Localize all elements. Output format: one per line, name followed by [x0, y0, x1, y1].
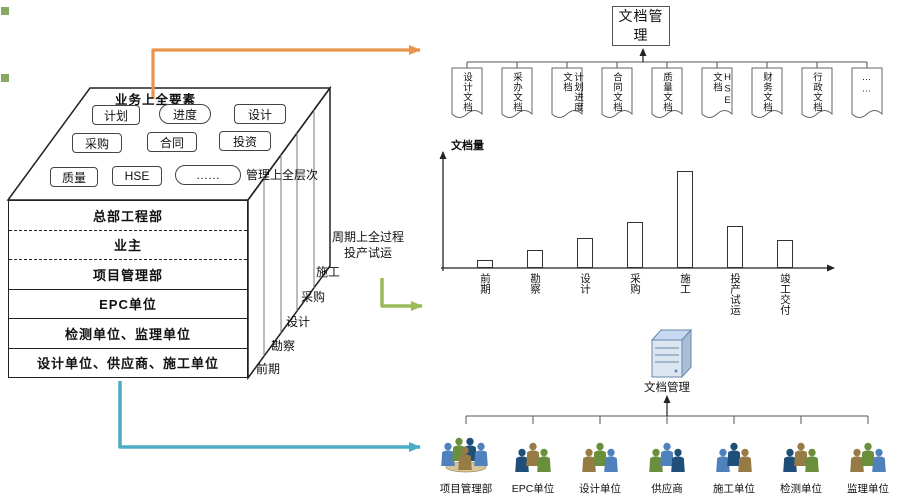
person-icon [593, 442, 607, 466]
arrow-to-chart [380, 278, 423, 311]
chart-tick-label: 采购 [629, 273, 641, 294]
chart-bar [627, 222, 643, 268]
person-icon [794, 442, 808, 466]
cycle-stage-label: 采购 [301, 290, 326, 304]
cycle-label-line1: 周期上全过程 [332, 230, 405, 244]
doc-label: …… [861, 72, 872, 95]
chart-bar [527, 250, 543, 268]
document-icon [551, 67, 583, 118]
document-icon [801, 67, 833, 118]
cycle-stage-label: 设计 [286, 315, 311, 329]
doc-label: 合同文档 [611, 72, 622, 112]
document-icon [601, 67, 633, 118]
cube-right-face [247, 85, 331, 381]
cube-element-box: 设计 [234, 104, 286, 124]
person-icon [604, 448, 618, 472]
doc-label: 质量文档 [661, 72, 672, 112]
unit-label: 监理单位 [847, 483, 889, 495]
cube-row: 项目管理部 [9, 259, 247, 289]
doc-label: 行政文档 [811, 72, 822, 112]
document-icon [701, 67, 733, 118]
bullet-artifact [1, 74, 9, 82]
person-icon [660, 442, 674, 466]
doc-label: 财务文档 [761, 72, 772, 112]
doc-label: HSE文档 [711, 72, 733, 107]
cube-element-box: 采购 [72, 133, 122, 153]
cube-slice-lines [263, 110, 315, 356]
cycle-label-line2: 投产试运 [344, 246, 393, 260]
server-icon [650, 328, 693, 379]
cube-element-box: 合同 [147, 132, 197, 152]
chart-tick-label: 勘察 [529, 273, 541, 294]
cube-row: 设计单位、供应商、施工单位 [9, 347, 247, 378]
unit-label: 施工单位 [713, 483, 755, 495]
document-icon [751, 67, 783, 118]
cycle-stage-label: 前期 [256, 362, 281, 376]
doc-tree-connectors [466, 61, 868, 68]
unit-label: 供应商 [651, 483, 683, 495]
document-icon [451, 67, 483, 118]
bullet-artifact [1, 7, 9, 15]
cube-element-box: …… [175, 165, 241, 185]
unit-tree-connectors [465, 415, 869, 424]
unit-label: 检测单位 [780, 483, 822, 495]
cube-row: 总部工程部 [92, 208, 163, 224]
cube-right-label: 管理上全层次 [246, 168, 319, 182]
doc-label: 设计文档 [461, 72, 472, 112]
cube-element-box: 投资 [219, 131, 271, 151]
person-icon [526, 442, 540, 466]
person-icon [537, 448, 551, 472]
person-icon [805, 448, 819, 472]
server-label: 文档管理 [644, 382, 690, 394]
cube-element-box: 计划 [92, 105, 140, 125]
doc-label: 计划进度文档 [561, 72, 583, 112]
cube-row: EPC单位 [9, 288, 247, 319]
doc-label: 采办文档 [511, 72, 522, 112]
doc-root-box: 文档管理 [612, 6, 670, 46]
person-icon [738, 448, 752, 472]
unit-people-groups [441, 437, 886, 473]
cube-top-label: 业务上全要素 [115, 93, 197, 107]
cube-element-box: 进度 [159, 104, 211, 124]
unit-label: EPC单位 [511, 483, 555, 495]
document-icons [451, 67, 883, 118]
person-icon [727, 442, 741, 466]
person-icon [474, 442, 488, 466]
cube-element-box: HSE [112, 166, 162, 186]
chart-bar [777, 240, 793, 268]
cube-row: 业主 [9, 229, 247, 260]
chart-tick-label: 前期 [479, 273, 491, 294]
arrow-to-doc-tree [151, 45, 421, 99]
chart-tick-label: 投产试运 [729, 273, 741, 315]
person-icon [671, 448, 685, 472]
document-icon [651, 67, 683, 118]
person-icon [872, 448, 886, 472]
unit-label: 设计单位 [579, 483, 621, 495]
cube-row: 检测单位、监理单位 [9, 318, 247, 348]
unit-label: 项目管理部 [439, 483, 493, 495]
chart-tick-label: 施工 [679, 273, 691, 294]
chart-bar [677, 171, 693, 268]
chart-tick-label: 竣工交付 [779, 273, 791, 315]
chart-bar [577, 238, 593, 268]
chart-bar [727, 226, 743, 268]
cycle-stage-label: 勘察 [271, 339, 296, 353]
person-icon [861, 442, 875, 466]
document-icon [851, 67, 883, 118]
document-icon [501, 67, 533, 118]
chart-tick-label: 设计 [579, 273, 591, 294]
cube-element-box: 质量 [50, 167, 98, 187]
chart-ylabel: 文档量 [451, 140, 484, 152]
chart-bar [477, 260, 493, 268]
cycle-stage-label: 施工 [316, 265, 341, 279]
arrow-to-units [118, 381, 421, 452]
